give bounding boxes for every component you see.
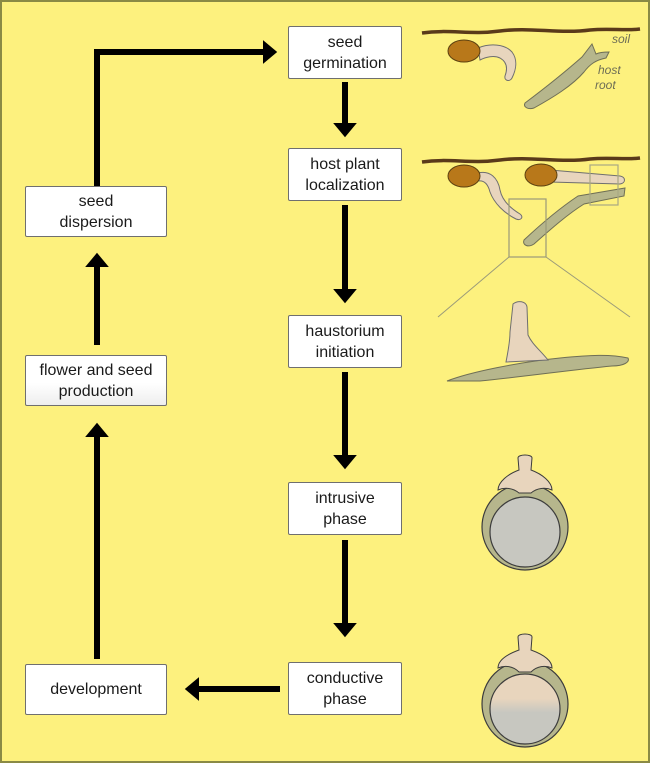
haustorium-illustration (446, 301, 629, 382)
parasite-radicle-horizontal (549, 169, 625, 185)
stage-label: development (50, 681, 142, 698)
soil-label: soil (612, 32, 630, 46)
stage-label: intrusive phase (315, 489, 375, 528)
host-root-shape (523, 187, 626, 247)
stage-development: development (25, 664, 167, 715)
stage-label: haustorium initiation (305, 322, 385, 361)
stage-seed-dispersion: seed dispersion (25, 186, 167, 237)
parasite-haustorium (497, 633, 553, 673)
parasite-radicle (477, 44, 517, 81)
stage-seed-germination: seed germination (288, 26, 402, 79)
soil-line (421, 156, 641, 164)
localization-illustration (421, 156, 641, 318)
stage-flower-and-seed-production: flower and seed production (25, 355, 167, 406)
seed-icon (524, 163, 558, 187)
soil-line (421, 27, 641, 35)
detail-box (589, 164, 619, 206)
zoom-line-left (437, 256, 510, 318)
stage-label: conductive phase (306, 669, 384, 708)
stage-label: seed germination (303, 33, 387, 72)
conductive-illustration (481, 633, 569, 748)
root-label: root (595, 78, 616, 92)
stage-haustorium-initiation: haustorium initiation (288, 315, 402, 368)
stage-label: host plant localization (305, 155, 385, 194)
stage-host-plant-localization: host plant localization (288, 148, 402, 201)
parasite-radicle-curving (477, 171, 523, 220)
parasite-haustorium (505, 301, 550, 363)
stage-label: flower and seed production (39, 361, 153, 400)
intrusive-illustration (481, 454, 569, 571)
arrow-dispersion-to-germination (94, 40, 278, 186)
zoom-line-right (545, 256, 631, 318)
seed-icon (447, 164, 481, 188)
seed-icon (447, 39, 481, 63)
stage-intrusive-phase: intrusive phase (288, 482, 402, 535)
germination-illustration: soil host root (421, 27, 641, 110)
stage-label: seed dispersion (59, 192, 133, 231)
stage-conductive-phase: conductive phase (288, 662, 402, 715)
host-root-shape (524, 42, 610, 110)
parasite-haustorium (497, 454, 553, 494)
host-stele (489, 496, 561, 568)
host-label: host (598, 63, 621, 77)
zoom-box (508, 198, 547, 258)
host-stele (489, 673, 561, 745)
host-root-shape (446, 354, 629, 382)
